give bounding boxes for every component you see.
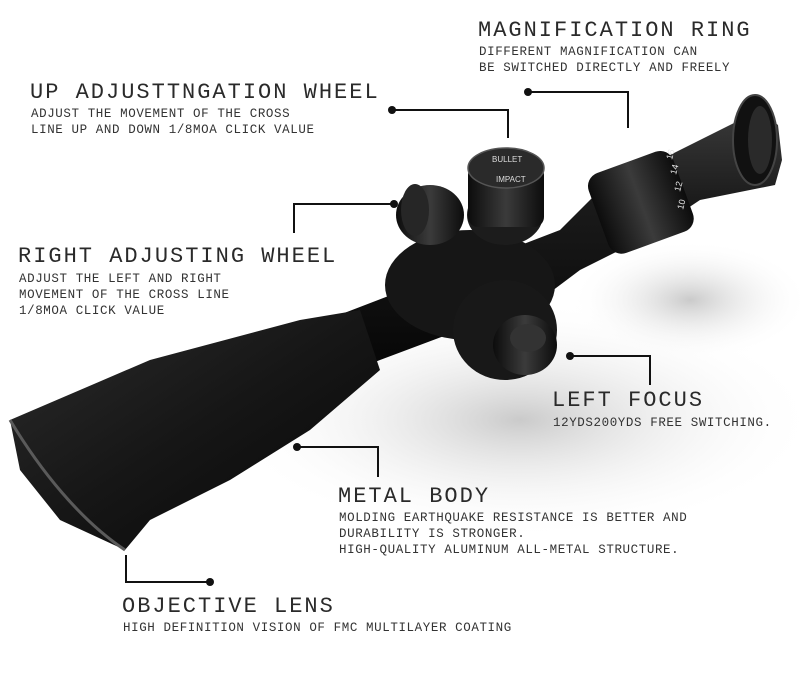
magnification-desc-line: BE SWITCHED DIRECTLY AND FREELY: [479, 61, 731, 75]
leader-magnification: [528, 91, 629, 128]
left-focus-cap: [510, 324, 546, 352]
objective-lens-title: OBJECTIVE LENS: [122, 594, 335, 619]
up-wheel-title: UP ADJUSTTNGATION WHEEL: [30, 80, 380, 105]
leader-lines: [125, 91, 651, 583]
up-turret-cap: [467, 147, 545, 189]
left-focus-desc: 12YDS200YDS FREE SWITCHING.: [553, 415, 772, 431]
metal-body-desc-line: DURABILITY IS STRONGER.: [339, 527, 526, 541]
right-wheel-face: [401, 184, 429, 236]
dot-magnification: [524, 88, 532, 96]
dot-left-focus: [566, 352, 574, 360]
dot-up-wheel: [388, 106, 396, 114]
magnification-desc-line: DIFFERENT MAGNIFICATION CAN: [479, 45, 698, 59]
leader-up-wheel: [392, 109, 509, 138]
mag-number-1: 10: [675, 198, 687, 210]
up-wheel-desc-line: LINE UP AND DOWN 1/8MOA CLICK VALUE: [31, 123, 315, 137]
metal-body-desc-line: MOLDING EARTHQUAKE RESISTANCE IS BETTER …: [339, 511, 688, 525]
leader-left-focus: [570, 355, 651, 385]
mag-number-2: 12: [672, 180, 684, 192]
left-focus-desc-line: 12YDS200YDS FREE SWITCHING.: [553, 416, 772, 430]
magnification-ring-desc: DIFFERENT MAGNIFICATION CAN BE SWITCHED …: [479, 44, 730, 76]
up-wheel-desc-line: ADJUST THE MOVEMENT OF THE CROSS: [31, 107, 291, 121]
right-wheel-desc-line: 1/8MOA CLICK VALUE: [19, 304, 165, 318]
dot-right-wheel: [390, 200, 398, 208]
magnification-numbers: 10 12 14 16: [664, 148, 687, 210]
objective-lens-desc: HIGH DEFINITION VISION OF FMC MULTILAYER…: [123, 620, 512, 636]
eyepiece-lens: [748, 106, 772, 174]
magnification-ring-shape: [587, 150, 694, 254]
objective-bell: [10, 310, 380, 550]
mag-number-4: 16: [664, 148, 676, 160]
right-wheel-desc-line: MOVEMENT OF THE CROSS LINE: [19, 288, 230, 302]
right-wheel-desc: ADJUST THE LEFT AND RIGHT MOVEMENT OF TH…: [19, 271, 230, 319]
up-turret-label: BULLET: [492, 155, 522, 164]
objective-desc-line: HIGH DEFINITION VISION OF FMC MULTILAYER…: [123, 621, 512, 635]
left-focus-title: LEFT FOCUS: [552, 388, 705, 413]
metal-body-desc: MOLDING EARTHQUAKE RESISTANCE IS BETTER …: [339, 510, 687, 558]
leader-right-wheel: [293, 203, 394, 233]
leader-objective: [125, 555, 210, 583]
dot-objective: [206, 578, 214, 586]
right-wheel-title: RIGHT ADJUSTING WHEEL: [18, 244, 338, 269]
objective-rim: [8, 419, 126, 552]
leader-metal-body: [297, 446, 379, 477]
leader-dots: [206, 88, 574, 586]
dot-metal-body: [293, 443, 301, 451]
metal-body-title: METAL BODY: [338, 484, 491, 509]
up-wheel-desc: ADJUST THE MOVEMENT OF THE CROSS LINE UP…: [31, 106, 315, 138]
metal-body-desc-line: HIGH-QUALITY ALUMINUM ALL-METAL STRUCTUR…: [339, 543, 680, 557]
scope-body: 10 12 14 16 BULLET IMPACT: [8, 94, 782, 552]
floor-shadow-right: [570, 240, 800, 360]
magnification-ring-title: MAGNIFICATION RING: [478, 18, 752, 43]
right-wheel-desc-line: ADJUST THE LEFT AND RIGHT: [19, 272, 222, 286]
mag-number-3: 14: [668, 163, 680, 175]
up-turret-label-2: IMPACT: [496, 175, 526, 184]
